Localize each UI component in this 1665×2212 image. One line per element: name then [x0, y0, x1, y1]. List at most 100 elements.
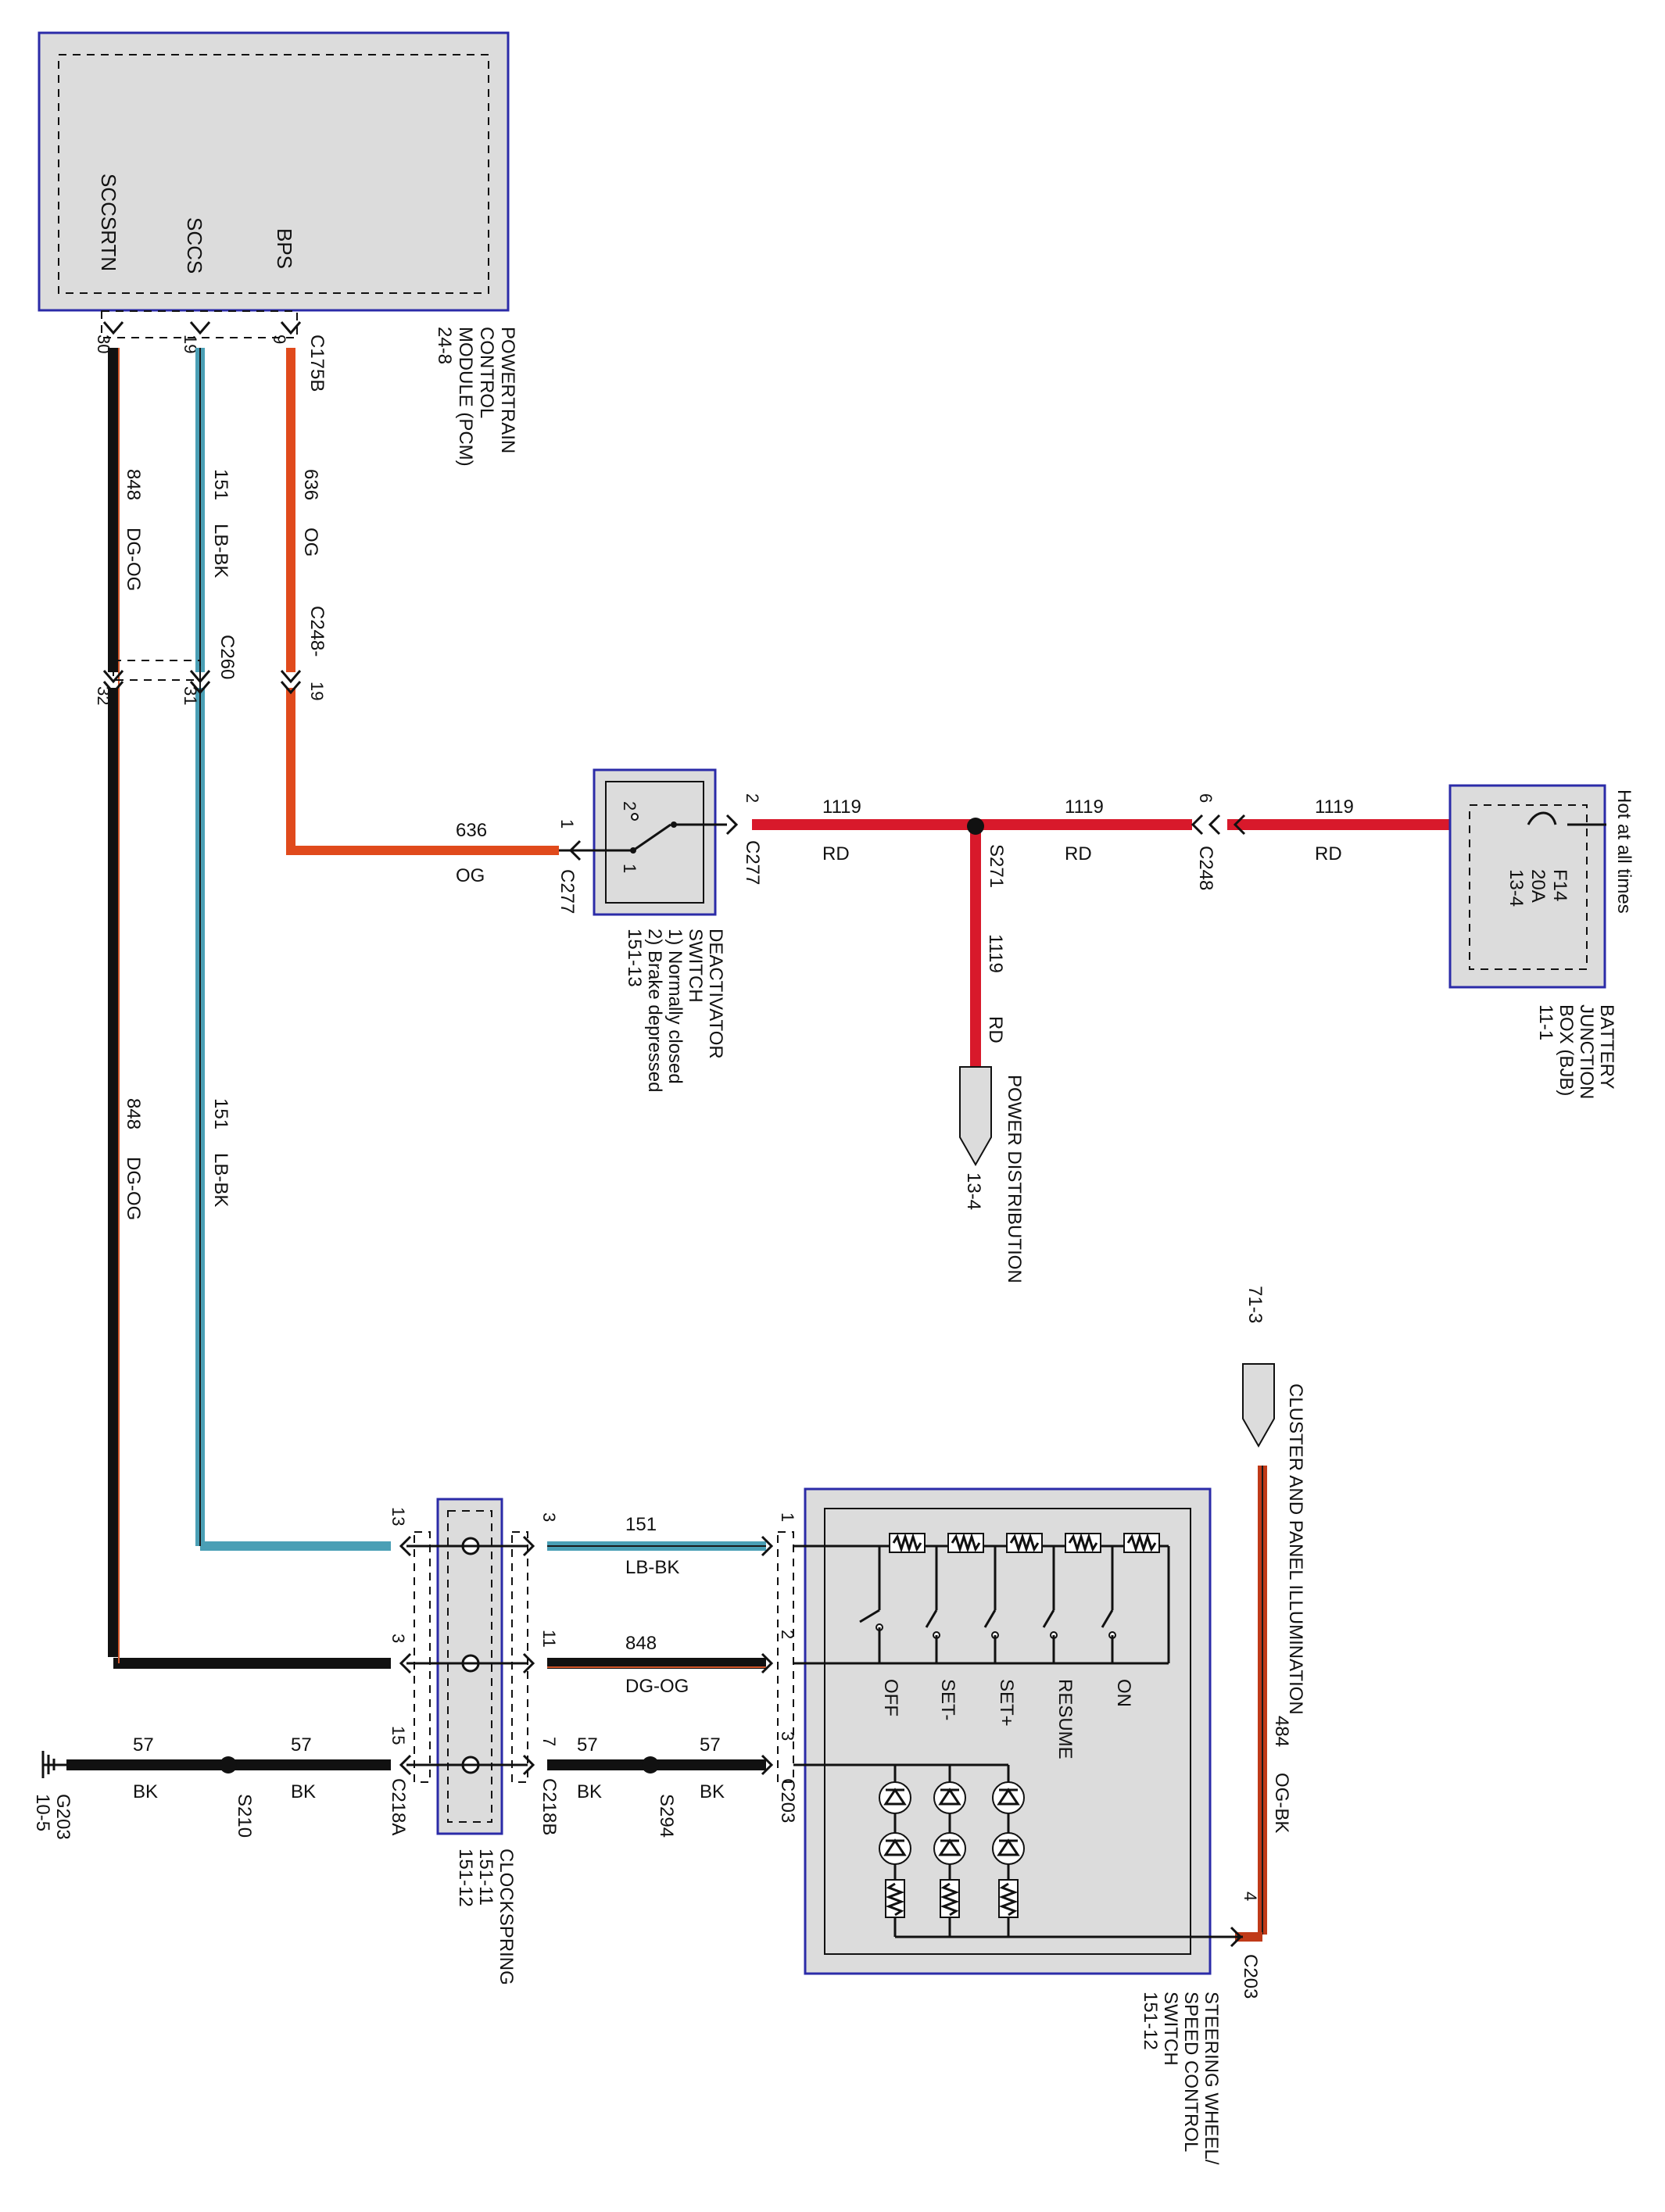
wire-848-circuit-lower: 848: [123, 1098, 144, 1129]
svg-text:CONTROL: CONTROL: [476, 327, 497, 418]
wire-848-circuit-h: 848: [625, 1633, 657, 1654]
wire-57-circuit-d: 57: [700, 1734, 721, 1756]
wire-151-color: LB-BK: [210, 524, 231, 578]
connector-c260: C260: [217, 635, 238, 679]
c218a-pin-3: 3: [388, 1634, 408, 1643]
svg-text:SPEED CONTROL: SPEED CONTROL: [1180, 1992, 1201, 2152]
c218b-pin-7: 7: [539, 1737, 559, 1746]
pcm-pin-sccs: SCCS: [183, 217, 206, 274]
wire-848-color-lower: DG-OG: [123, 1157, 144, 1220]
wire-636-color-h: OG: [456, 865, 485, 886]
c277-right-pin: 2: [743, 793, 762, 803]
c248-pin-19: 19: [307, 682, 327, 700]
button-on: ON: [1113, 1679, 1134, 1707]
svg-text:JUNCTION: JUNCTION: [1576, 1004, 1597, 1099]
deactivator-label: DEACTIVATOR SWITCH 1) Normally closed 2)…: [624, 929, 726, 1092]
c203-shroud: [777, 1531, 794, 1783]
c248-label: C248: [1195, 846, 1216, 890]
s210-label: S210: [234, 1794, 255, 1838]
wire-151-color-h: LB-BK: [625, 1557, 679, 1578]
pcm-pin-9: 9: [270, 335, 289, 344]
wire-636-circuit-h: 636: [456, 820, 487, 841]
c203-chevrons: [761, 1535, 774, 1776]
wire-1119-color-b: RD: [1065, 843, 1092, 864]
c218a-shroud: [414, 1531, 431, 1783]
wire-151-circuit-lower: 151: [210, 1098, 231, 1129]
wire-57-circuit-b: 57: [291, 1734, 312, 1756]
c203-pin-4: 4: [1241, 1892, 1260, 1901]
cluster-label: CLUSTER AND PANEL ILLUMINATION: [1285, 1383, 1306, 1715]
deactivator-switch: 2 1: [559, 768, 727, 916]
svg-text:151-12: 151-12: [1140, 1992, 1161, 2050]
c218a-chevrons: [399, 1535, 412, 1776]
clockspring-label: CLOCKSPRING 151-11 151-12: [455, 1849, 517, 1985]
clockspring: [406, 1498, 528, 1835]
c203-label-right: C203: [1240, 1954, 1261, 1999]
c277-right-chevron: [725, 814, 739, 836]
wire-848-color-h: DG-OG: [625, 1676, 689, 1697]
splice-s294: [642, 1756, 659, 1774]
pcm-module: SCCSRTN SCCS BPS: [38, 31, 510, 312]
c203-pin-3: 3: [778, 1731, 797, 1741]
resistor-ladder: [889, 1532, 1160, 1554]
wire-484-color: OG-BK: [1271, 1773, 1292, 1833]
button-set-minus: SET-: [937, 1679, 958, 1720]
wire-57-color-c: BK: [577, 1781, 602, 1802]
ground-g203: [41, 1751, 66, 1778]
svg-text:SWITCH: SWITCH: [685, 929, 706, 1003]
button-off: OFF: [880, 1679, 901, 1716]
cluster-ref: 71-3: [1244, 1286, 1266, 1323]
c260-shroud: [113, 660, 201, 681]
g203-label: G203: [52, 1794, 73, 1840]
power-distribution-label: POWER DISTRIBUTION: [1004, 1075, 1025, 1283]
c203-label: C203: [777, 1778, 798, 1823]
c248-chevrons: [1191, 814, 1221, 836]
c277-left-pin: 1: [557, 819, 577, 829]
wire-848-circuit: 848: [123, 469, 144, 500]
svg-text:CLOCKSPRING: CLOCKSPRING: [496, 1849, 517, 1985]
fuse-f14: F14: [1549, 869, 1570, 901]
c277-right-label: C277: [742, 840, 763, 885]
fuse-ref: 13-4: [1506, 869, 1527, 907]
svg-text:BOX (BJB): BOX (BJB): [1556, 1004, 1577, 1096]
svg-text:POWERTRAIN: POWERTRAIN: [497, 327, 518, 453]
bjb-label: BATTERY JUNCTION BOX (BJB) 11-1: [1535, 1004, 1617, 1099]
deactivator-pin-1: 1: [620, 864, 639, 873]
wire-1119-circuit-a: 1119: [822, 796, 861, 818]
steering-wheel-switch: OFF SET- SET+ RESUME ON: [793, 1487, 1243, 1975]
button-resume: RESUME: [1054, 1679, 1076, 1759]
connector-c175b: C175B: [306, 335, 328, 392]
c260-pin-32: 32: [94, 686, 113, 705]
s294-label: S294: [656, 1794, 677, 1838]
svg-text:2) Brake depressed: 2) Brake depressed: [644, 929, 665, 1092]
c203-pin-2: 2: [778, 1630, 797, 1639]
c260-chevrons: [102, 670, 302, 695]
svg-text:11-1: 11-1: [1535, 1004, 1556, 1040]
splice-s271-label: S271: [986, 844, 1007, 888]
wire-57-color-a: BK: [133, 1781, 158, 1802]
button-set-plus: SET+: [996, 1679, 1017, 1727]
svg-text:BATTERY: BATTERY: [1596, 1004, 1617, 1089]
pcm-label: POWERTRAIN CONTROL MODULE (PCM) 24-8: [434, 327, 518, 467]
switch-label: STEERING WHEEL/ SPEED CONTROL SWITCH 151…: [1140, 1992, 1222, 2165]
wire-636-circuit: 636: [300, 469, 321, 500]
bjb-chevron: [1233, 814, 1246, 836]
c260-pin-31: 31: [181, 686, 200, 705]
svg-text:STEERING WHEEL/: STEERING WHEEL/: [1201, 1992, 1222, 2165]
bjb-hot-label: Hot at all times: [1613, 789, 1635, 914]
c203-pin-1: 1: [778, 1512, 797, 1522]
svg-text:151-13: 151-13: [624, 929, 645, 987]
wire-1119-color-a: RD: [822, 843, 850, 864]
wire-151-circuit: 151: [210, 469, 231, 500]
illumination-leds: [879, 1765, 1025, 1937]
c248-pin-6: 6: [1196, 793, 1216, 803]
battery-junction-box: F14 20A 13-4: [1448, 784, 1606, 989]
g203-ref: 10-5: [32, 1794, 53, 1831]
power-distribution-arrow: [959, 1066, 992, 1167]
svg-text:1) Normally closed: 1) Normally closed: [664, 929, 686, 1084]
cluster-illumination-arrow: [1242, 1363, 1275, 1448]
wire-1119-color-c: RD: [1315, 843, 1342, 864]
c218b-pin-3: 3: [539, 1512, 559, 1522]
power-distribution-ref: 13-4: [963, 1172, 984, 1210]
wire-151-color-lower: LB-BK: [210, 1153, 231, 1207]
